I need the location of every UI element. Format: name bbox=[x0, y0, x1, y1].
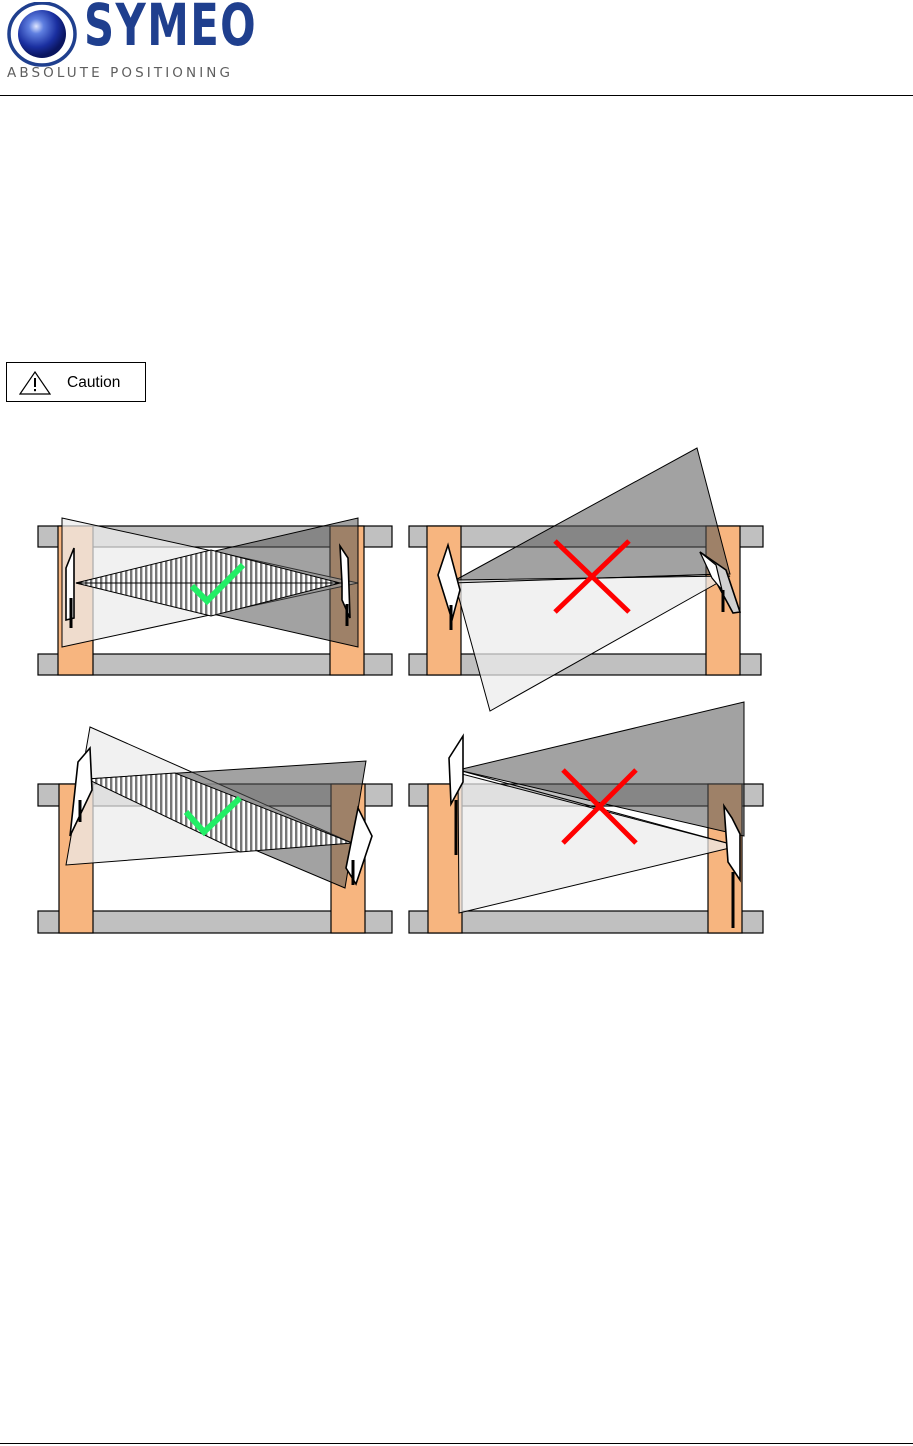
logo-wordmark: SYMEO bbox=[84, 0, 257, 54]
beam-dark bbox=[450, 448, 730, 583]
warning-triangle-icon bbox=[19, 371, 51, 395]
globe-logo-icon bbox=[4, 2, 80, 68]
panel-top-right bbox=[409, 448, 763, 711]
panel-top-left bbox=[38, 518, 392, 675]
symeo-logo: SYMEO ABSOLUTE POSITIONING bbox=[4, 2, 214, 82]
caution-label: Caution bbox=[67, 374, 120, 392]
beam-light bbox=[454, 576, 730, 711]
panel-bottom-right bbox=[409, 702, 763, 933]
reflector-alignment-figure bbox=[0, 440, 913, 940]
logo-tagline: ABSOLUTE POSITIONING bbox=[7, 65, 233, 81]
caution-box: Caution bbox=[6, 362, 146, 402]
footer-divider bbox=[0, 1443, 913, 1444]
header-divider bbox=[0, 95, 913, 96]
panel-bottom-left bbox=[38, 727, 392, 933]
